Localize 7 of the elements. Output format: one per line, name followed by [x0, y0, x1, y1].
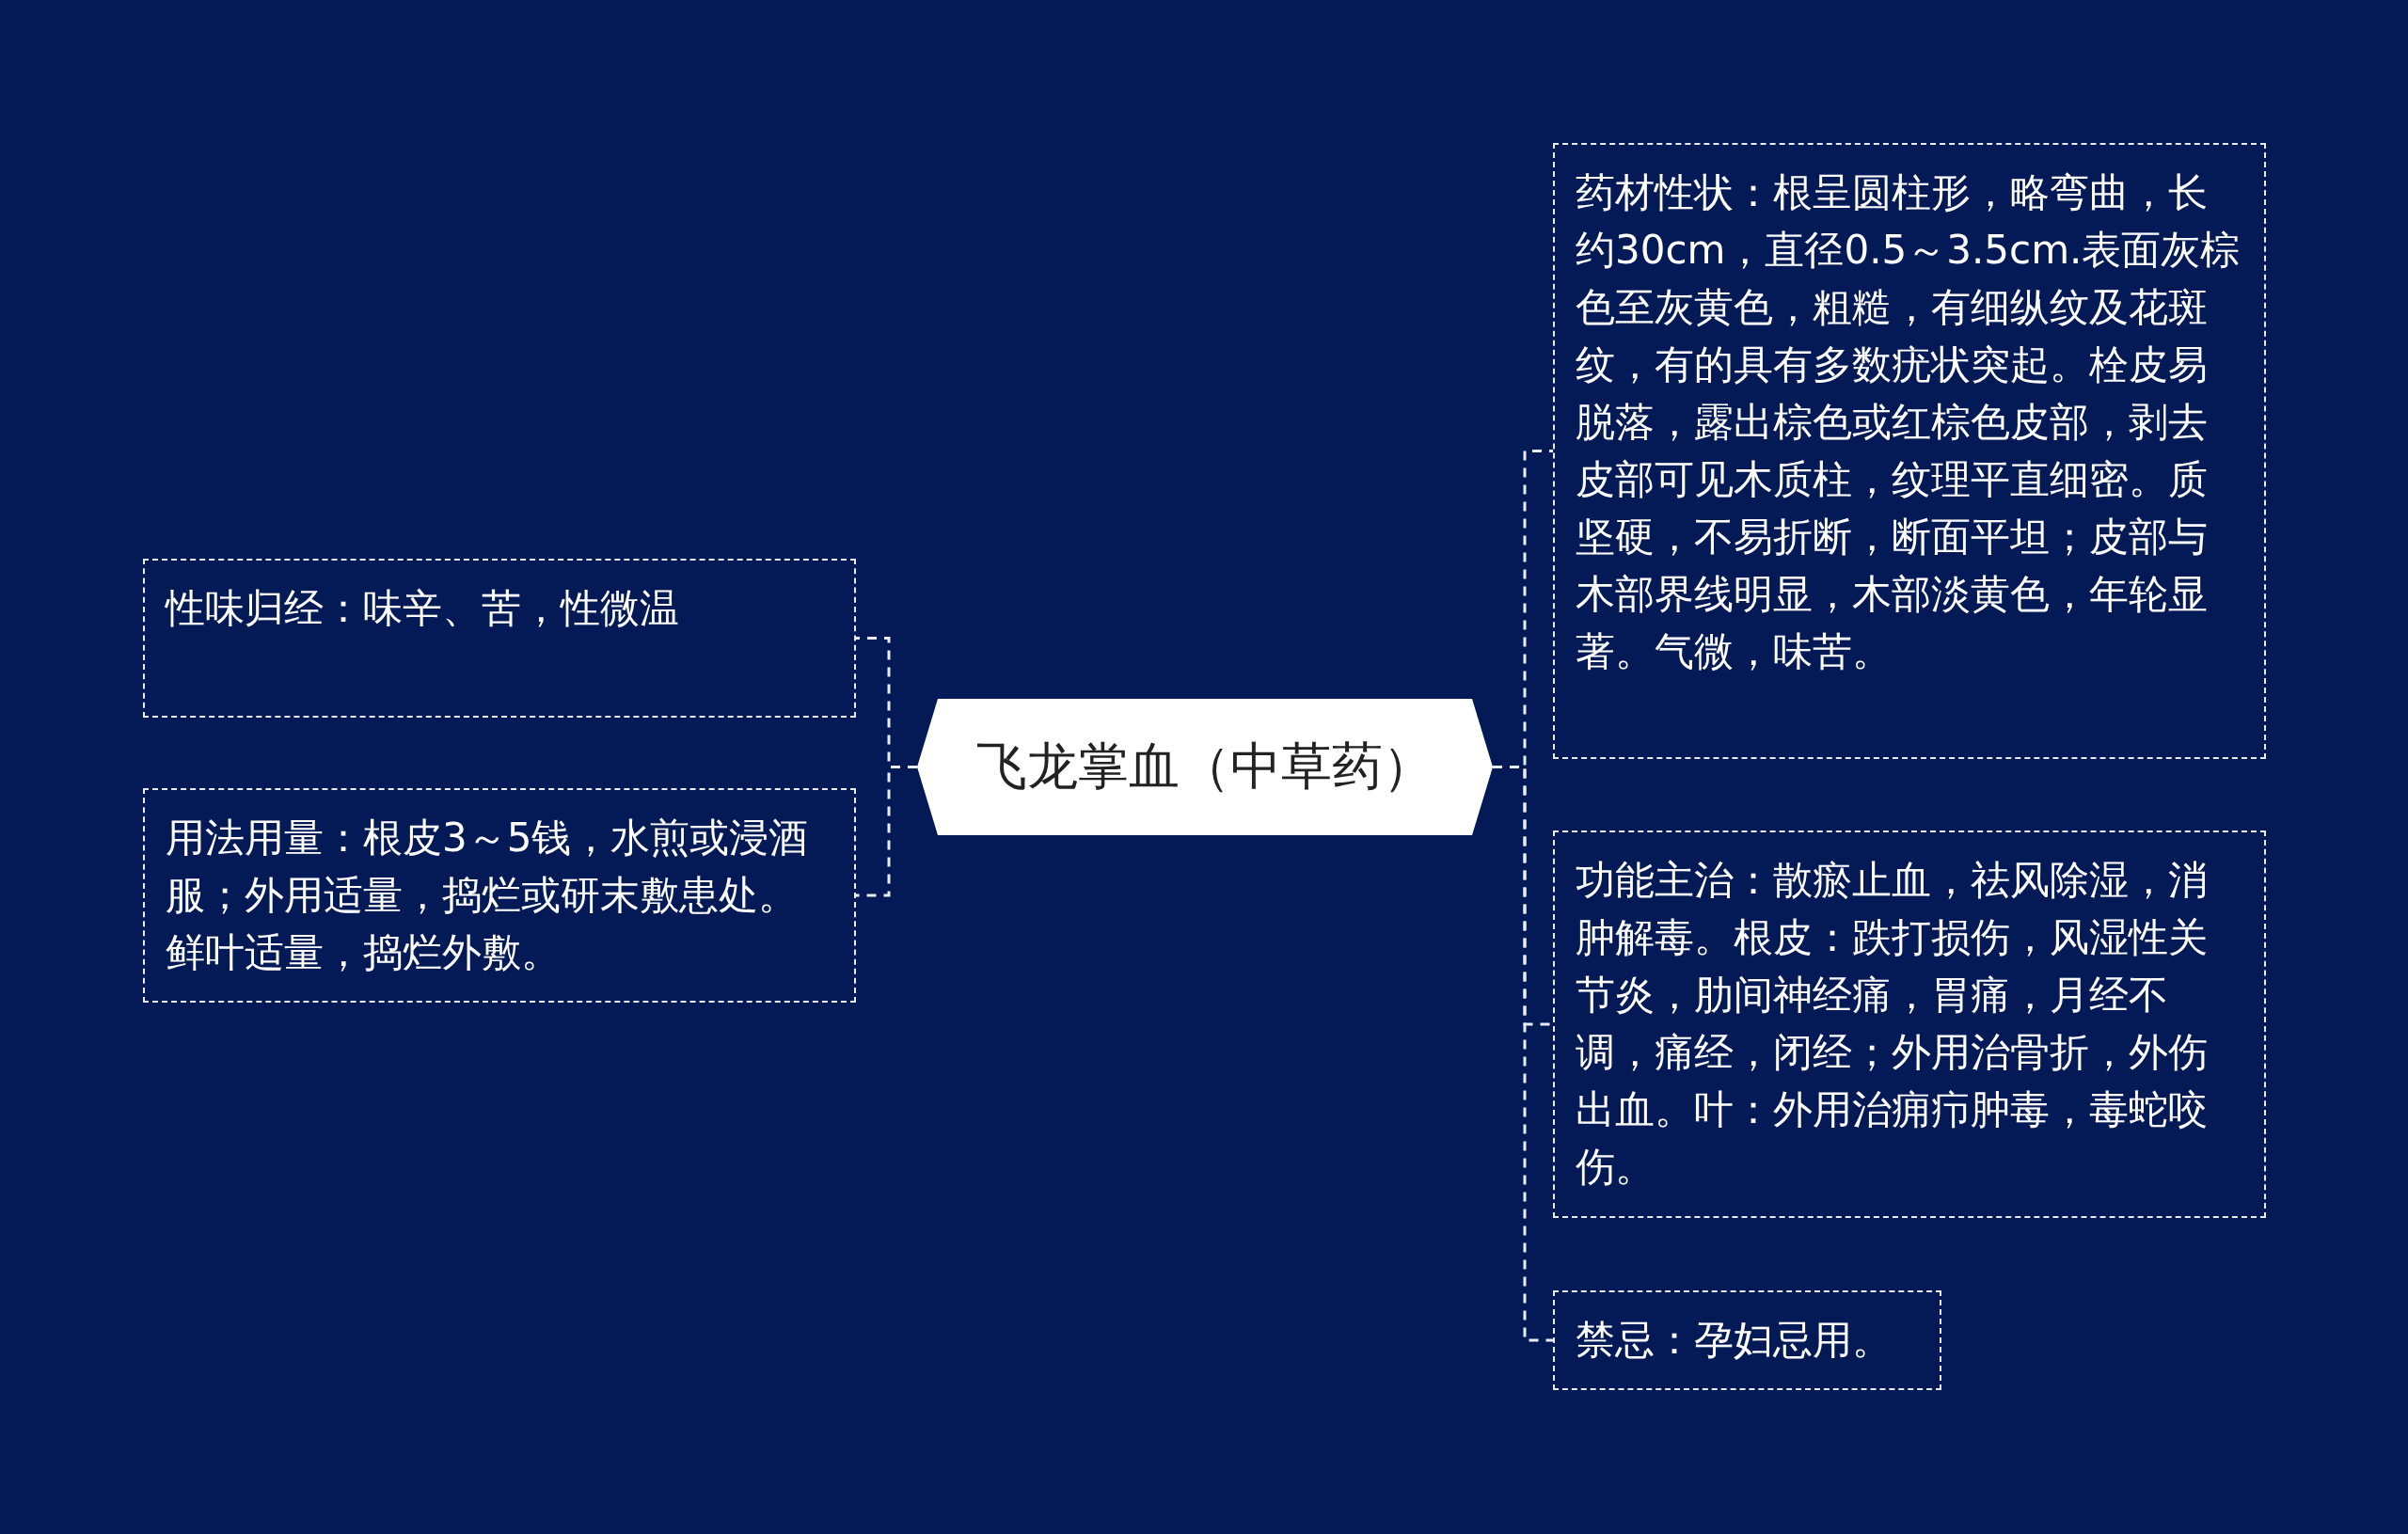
note-box: 用法用量：根皮3～5钱，水煎或浸酒服；外用适量，捣烂或研末敷患处。鲜叶适量，捣烂外敷。 — [143, 788, 856, 1003]
note-box: 药材性状：根呈圆柱形，略弯曲，长约30cm，直径0.5～3.5cm.表面灰棕色至灰黄色，粗糙，有细纵纹及花斑纹，有的具有多数疣状突起。栓皮易脱落，露出棕色或红棕色皮部，剥去皮部可见木质柱，纹理平直细密。质坚硬，不易折断，断面平坦；皮部与木部界线明显，木部淡黄色，年轮显著。气微，味苦。 — [1553, 143, 2266, 759]
note-box: 功能主治：散瘀止血，祛风除湿，消肿解毒。根皮：跌打损伤，风湿性关节炎，肋间神经痛，胃痛，月经不调，痛经，闭经；外用治骨折，外伤出血。叶：外用治痈疖肿毒，毒蛇咬伤。 — [1553, 830, 2266, 1218]
topic-hexagon: 飞龙掌血（中草药） — [917, 699, 1493, 835]
connector — [856, 766, 917, 897]
note-box: 性味归经：味辛、苦，性微温 — [143, 559, 856, 718]
note-box: 禁忌：孕妇忌用。 — [1553, 1290, 1941, 1390]
